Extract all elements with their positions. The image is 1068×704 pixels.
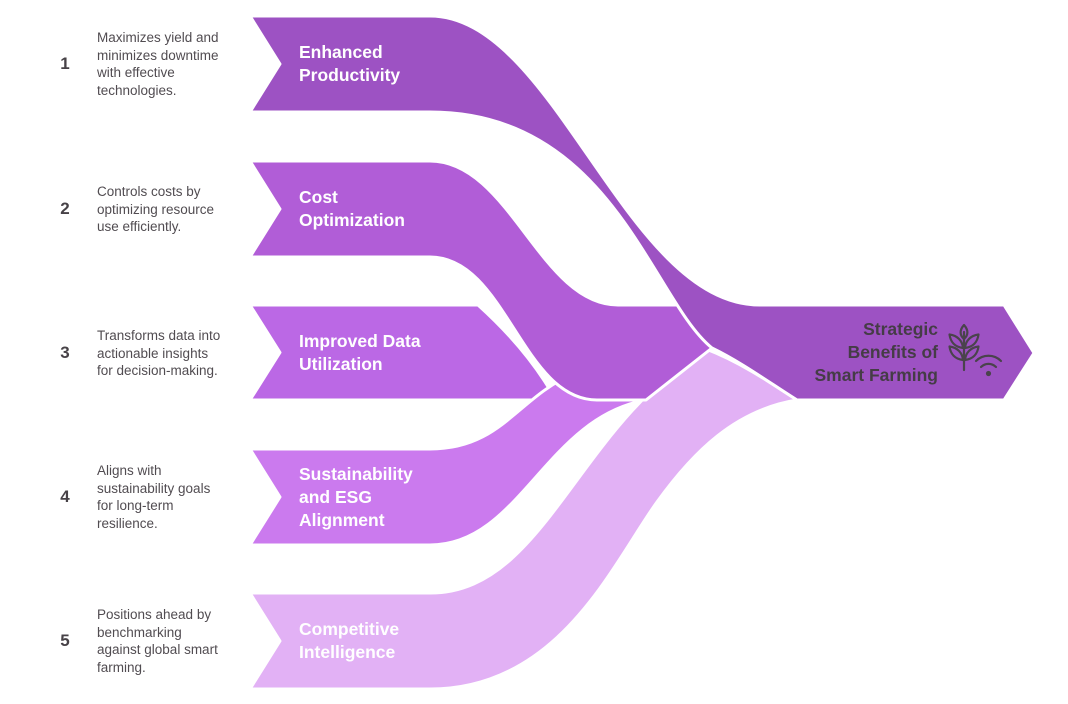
item-number-2: 2 [60,199,70,218]
item-description-4: Aligns with sustainability goals for lon… [97,463,211,531]
item-description-1: Maximizes yield and minimizes downtime w… [97,30,219,98]
band-label-enhanced-productivity: Enhanced Productivity [299,42,401,85]
band-label-cost-optimization: Cost Optimization [299,187,405,230]
item-number-1: 1 [60,54,70,73]
result-title: Strategic Benefits of Smart Farming [814,319,939,385]
item-description-2: Controls costs by optimizing resource us… [97,184,215,234]
band-label-improved-data-utilization: Improved Data Utilization [299,331,421,374]
item-number-3: 3 [60,343,70,362]
ribbon-sustainability-esg [248,372,648,547]
item-description-3: Transforms data into actionable insights… [97,328,221,378]
ribbon-enhanced-productivity-and-result-arrow [248,14,1036,402]
item-number-5: 5 [60,631,70,650]
plant-wifi-icon [948,323,1003,377]
band-label-sustainability-esg-alignment: Sustainability and ESG Alignment [299,464,413,530]
ribbon-competitive-intelligence [248,347,799,691]
item-number-4: 4 [60,487,70,506]
band-label-competitive-intelligence: Competitive Intelligence [299,619,400,662]
item-description-5: Positions ahead by benchmarking against … [97,607,218,675]
